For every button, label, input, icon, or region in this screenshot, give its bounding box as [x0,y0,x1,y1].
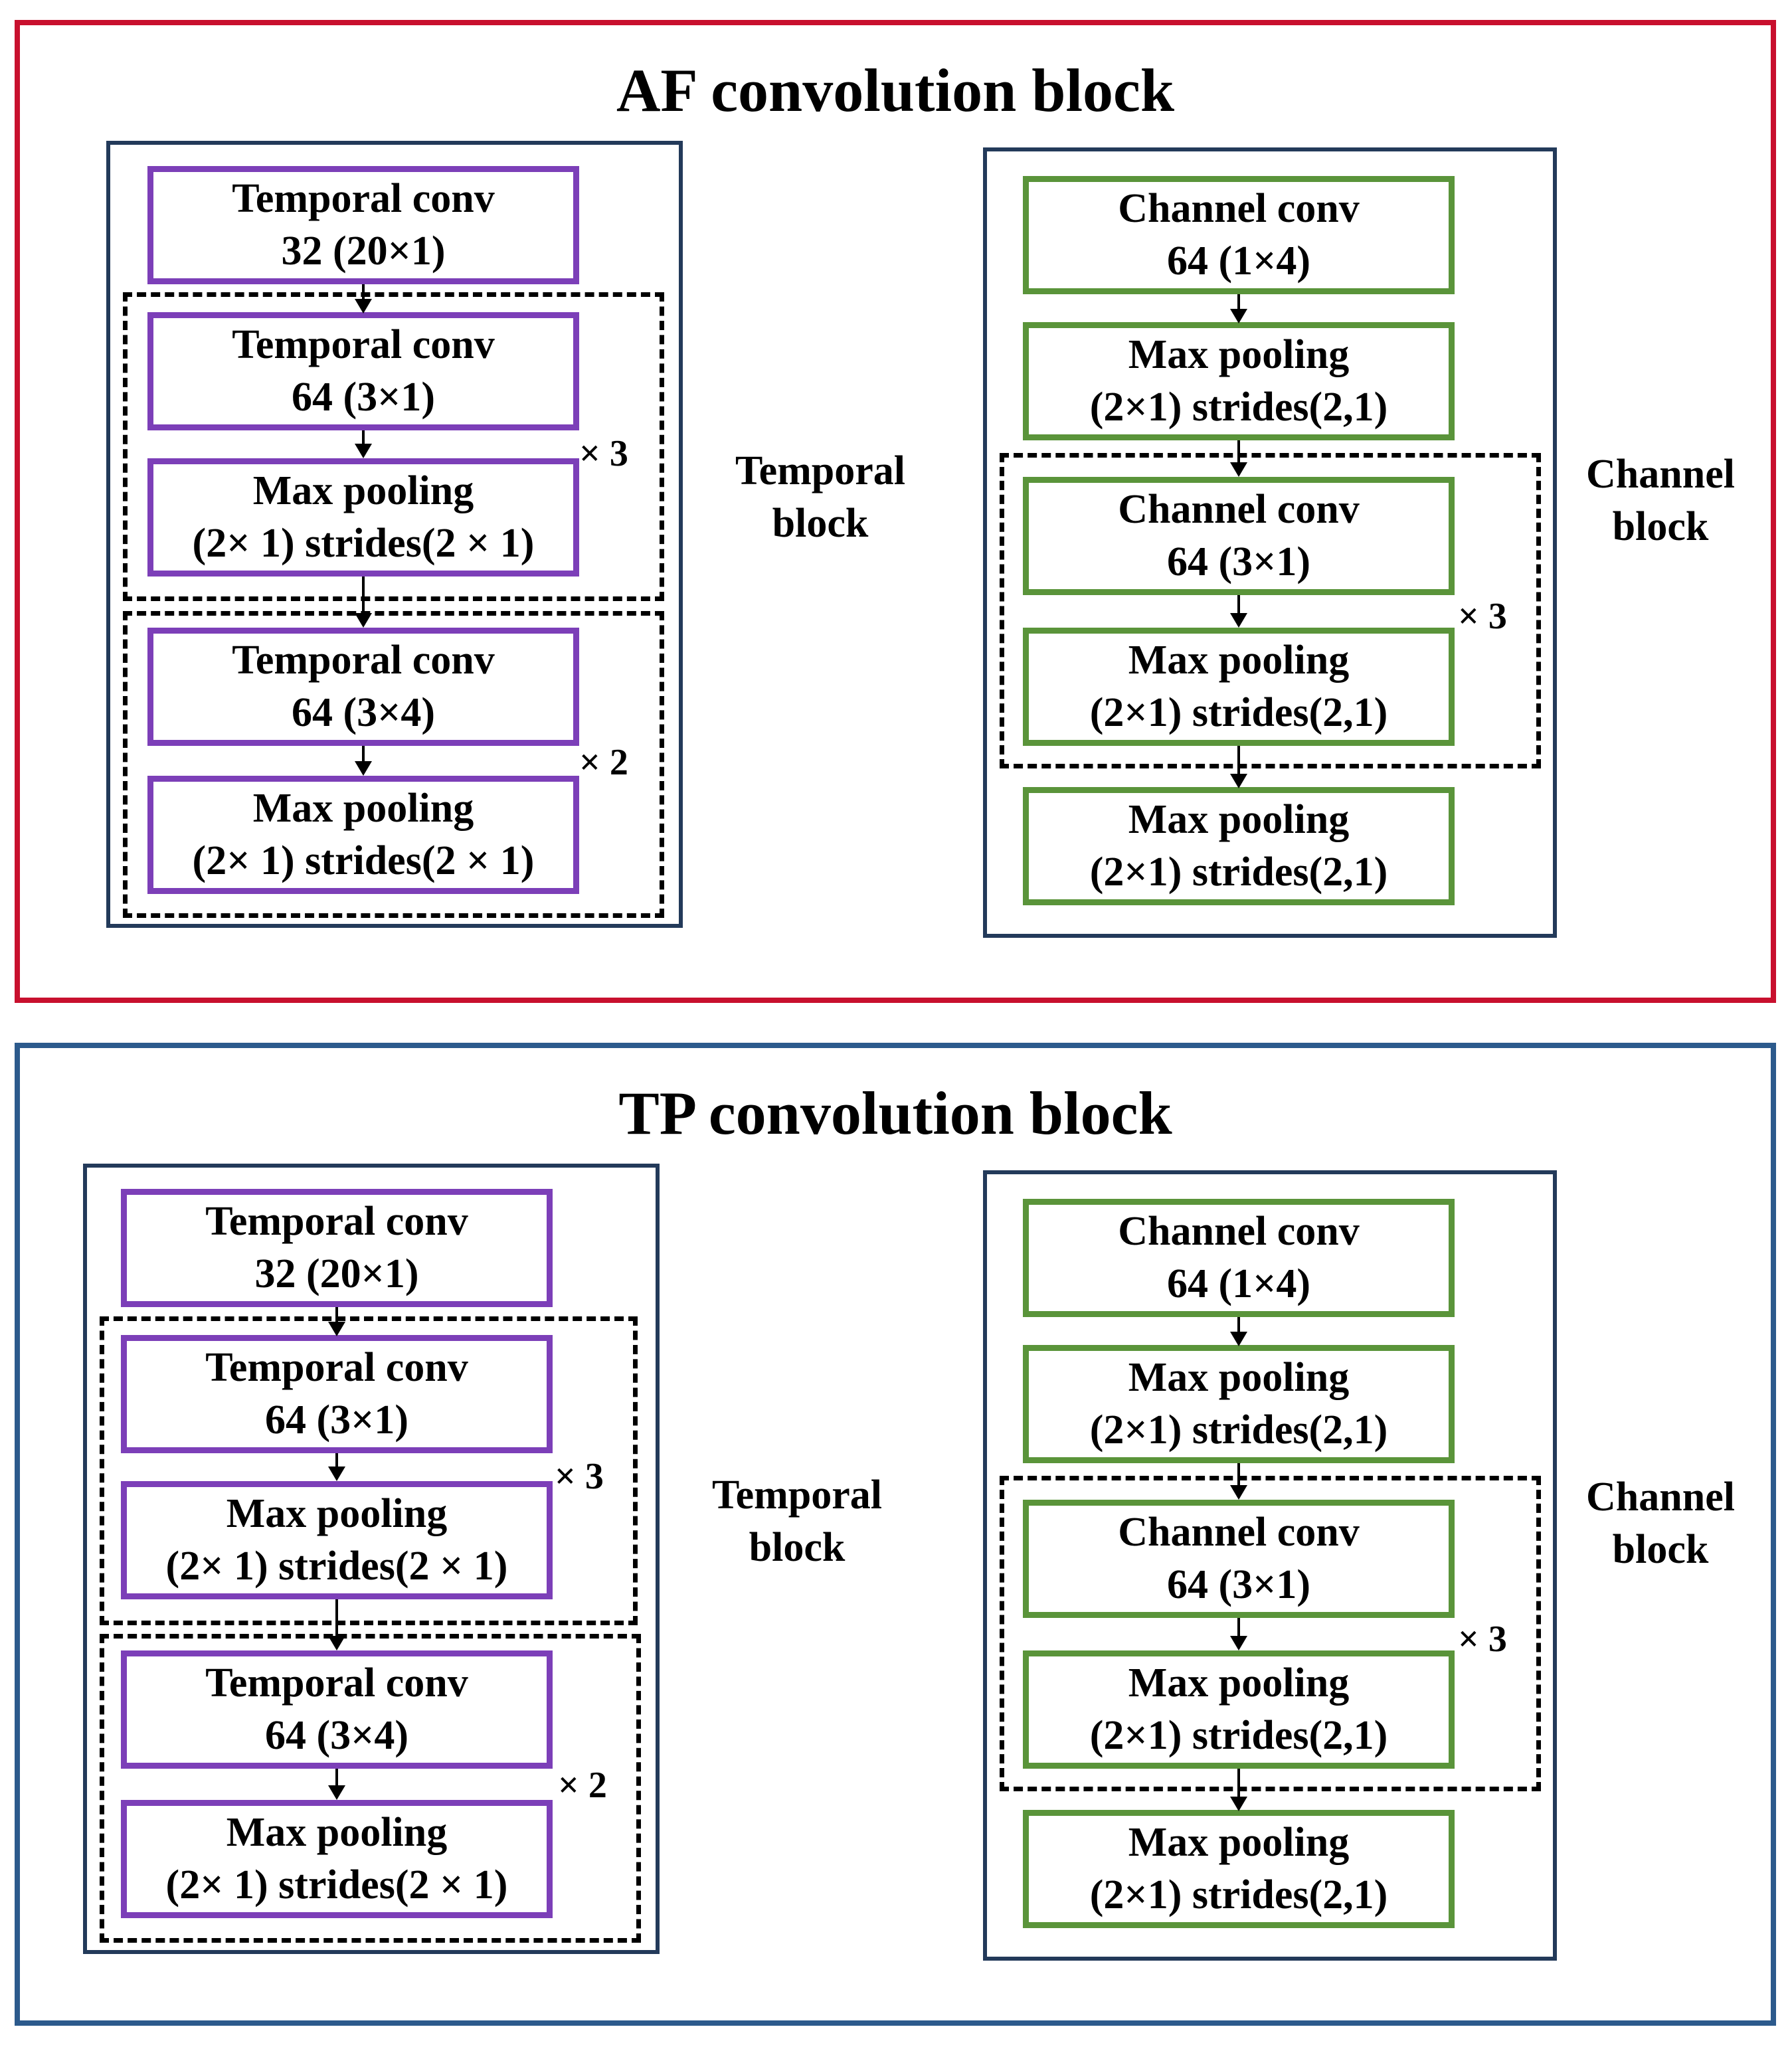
node-line-2: (2× 1) strides(2 × 1) [192,521,535,566]
node-line-1: Channel conv [1118,486,1360,532]
label-line-2: block [1612,504,1709,550]
node-line-2: 64 (3×1) [1166,1562,1311,1607]
node-line-2: 64 (3×4) [264,1713,409,1758]
node-line-1: Channel conv [1118,1208,1360,1254]
tp-temporal-block-label: Temporal block [697,1469,897,1575]
af-temporal-repeat-box-x3 [123,292,664,601]
tp-temporal-repeat-x2-label: × 2 [558,1765,607,1806]
tp-panel: TP convolution block [15,1043,1776,2026]
node-line-2: (2× 1) strides(2 × 1) [192,838,535,883]
tp-channel-repeat-x3-label: × 3 [1458,1619,1507,1660]
node-line-2: 64 (3×1) [291,375,436,420]
label-line-1: Channel [1586,1474,1735,1520]
af-temporal-conv-3x4-node: Temporal conv 64 (3×4) [147,628,579,746]
af-channel-block-label: Channel block [1561,448,1760,554]
tp-temporal-group [83,1164,660,1954]
af-temporal-repeat-x3-label: × 3 [579,433,628,474]
af-channel-conv-3x1-node: Channel conv 64 (3×1) [1023,477,1455,595]
tp-channel-block-label: Channel block [1561,1471,1760,1577]
tp-temporal-conv-3x1-node: Temporal conv 64 (3×1) [121,1335,553,1453]
node-line-2: (2× 1) strides(2 × 1) [165,1544,508,1589]
node-line-2: (2×1) strides(2,1) [1089,1407,1388,1453]
af-temporal-conv-20x1-node: Temporal conv 32 (20×1) [147,166,579,284]
node-line-1: Temporal conv [232,175,495,221]
node-line-1: Max pooling [1128,1354,1350,1400]
af-temporal-max-pooling-node-2: Max pooling (2× 1) strides(2 × 1) [147,776,579,894]
af-channel-max-pooling-node-2: Max pooling (2×1) strides(2,1) [1023,628,1455,746]
af-channel-max-pooling-node-1: Max pooling (2×1) strides(2,1) [1023,322,1455,440]
node-line-2: (2×1) strides(2,1) [1089,385,1388,430]
node-line-2: 64 (1×4) [1166,238,1311,284]
node-line-1: Max pooling [226,1809,448,1855]
tp-temporal-max-pooling-node-2: Max pooling (2× 1) strides(2 × 1) [121,1800,553,1918]
node-line-2: (2×1) strides(2,1) [1089,690,1388,735]
node-line-1: Temporal conv [205,1198,468,1244]
af-channel-repeat-box-x3 [1000,453,1541,768]
node-line-1: Max pooling [252,785,474,831]
af-channel-max-pooling-node-3: Max pooling (2×1) strides(2,1) [1023,787,1455,905]
tp-temporal-max-pooling-node-1: Max pooling (2× 1) strides(2 × 1) [121,1481,553,1599]
tp-temporal-repeat-box-x3 [100,1316,638,1625]
node-line-2: 32 (20×1) [281,228,446,274]
tp-channel-max-pooling-node-1: Max pooling (2×1) strides(2,1) [1023,1345,1455,1463]
node-line-1: Channel conv [1118,1509,1360,1555]
node-line-1: Max pooling [1128,637,1350,683]
af-temporal-group [106,141,683,928]
node-line-1: Max pooling [1128,796,1350,842]
node-line-2: 32 (20×1) [254,1251,419,1296]
tp-channel-max-pooling-node-3: Max pooling (2×1) strides(2,1) [1023,1810,1455,1928]
af-panel: AF convolution block [15,20,1776,1003]
label-line-1: Channel [1586,452,1735,497]
node-line-1: Max pooling [1128,331,1350,377]
tp-channel-conv-3x1-node: Channel conv 64 (3×1) [1023,1500,1455,1618]
node-line-1: Channel conv [1118,185,1360,231]
tp-channel-group [983,1170,1557,1961]
af-temporal-repeat-box-x2 [123,611,664,918]
node-line-2: (2×1) strides(2,1) [1089,1713,1388,1758]
node-line-2: 64 (3×4) [291,690,436,735]
label-line-2: block [772,501,869,547]
tp-channel-conv-1x4-node: Channel conv 64 (1×4) [1023,1199,1455,1317]
af-channel-repeat-x3-label: × 3 [1458,596,1507,637]
tp-temporal-conv-20x1-node: Temporal conv 32 (20×1) [121,1189,553,1307]
node-line-2: 64 (3×1) [1166,539,1311,584]
node-line-1: Max pooling [1128,1819,1350,1865]
node-line-2: (2×1) strides(2,1) [1089,849,1388,895]
label-line-1: Temporal [711,1472,883,1518]
af-temporal-block-label: Temporal block [721,445,920,551]
tp-channel-repeat-box-x3 [1000,1476,1541,1791]
node-line-1: Max pooling [226,1490,448,1536]
af-temporal-repeat-x2-label: × 2 [579,742,628,783]
node-line-1: Temporal conv [205,1344,468,1390]
af-channel-group [983,147,1557,938]
af-channel-conv-1x4-node: Channel conv 64 (1×4) [1023,176,1455,294]
node-line-1: Max pooling [252,468,474,513]
node-line-2: (2×1) strides(2,1) [1089,1872,1388,1917]
label-line-1: Temporal [735,448,906,493]
node-line-2: 64 (3×1) [264,1397,409,1443]
af-temporal-conv-3x1-node: Temporal conv 64 (3×1) [147,312,579,430]
node-line-1: Temporal conv [205,1660,468,1706]
af-panel-title: AF convolution block [616,56,1175,124]
tp-temporal-conv-3x4-node: Temporal conv 64 (3×4) [121,1650,553,1769]
label-line-2: block [749,1525,846,1571]
label-line-2: block [1612,1527,1709,1573]
node-line-2: 64 (1×4) [1166,1261,1311,1306]
tp-panel-title: TP convolution block [618,1079,1172,1147]
node-line-1: Max pooling [1128,1660,1350,1706]
tp-temporal-repeat-box-x2 [100,1634,641,1943]
tp-temporal-repeat-x3-label: × 3 [555,1456,604,1497]
node-line-2: (2× 1) strides(2 × 1) [165,1862,508,1908]
node-line-1: Temporal conv [232,637,495,683]
node-line-1: Temporal conv [232,321,495,367]
af-temporal-max-pooling-node-1: Max pooling (2× 1) strides(2 × 1) [147,458,579,577]
tp-channel-max-pooling-node-2: Max pooling (2×1) strides(2,1) [1023,1650,1455,1769]
